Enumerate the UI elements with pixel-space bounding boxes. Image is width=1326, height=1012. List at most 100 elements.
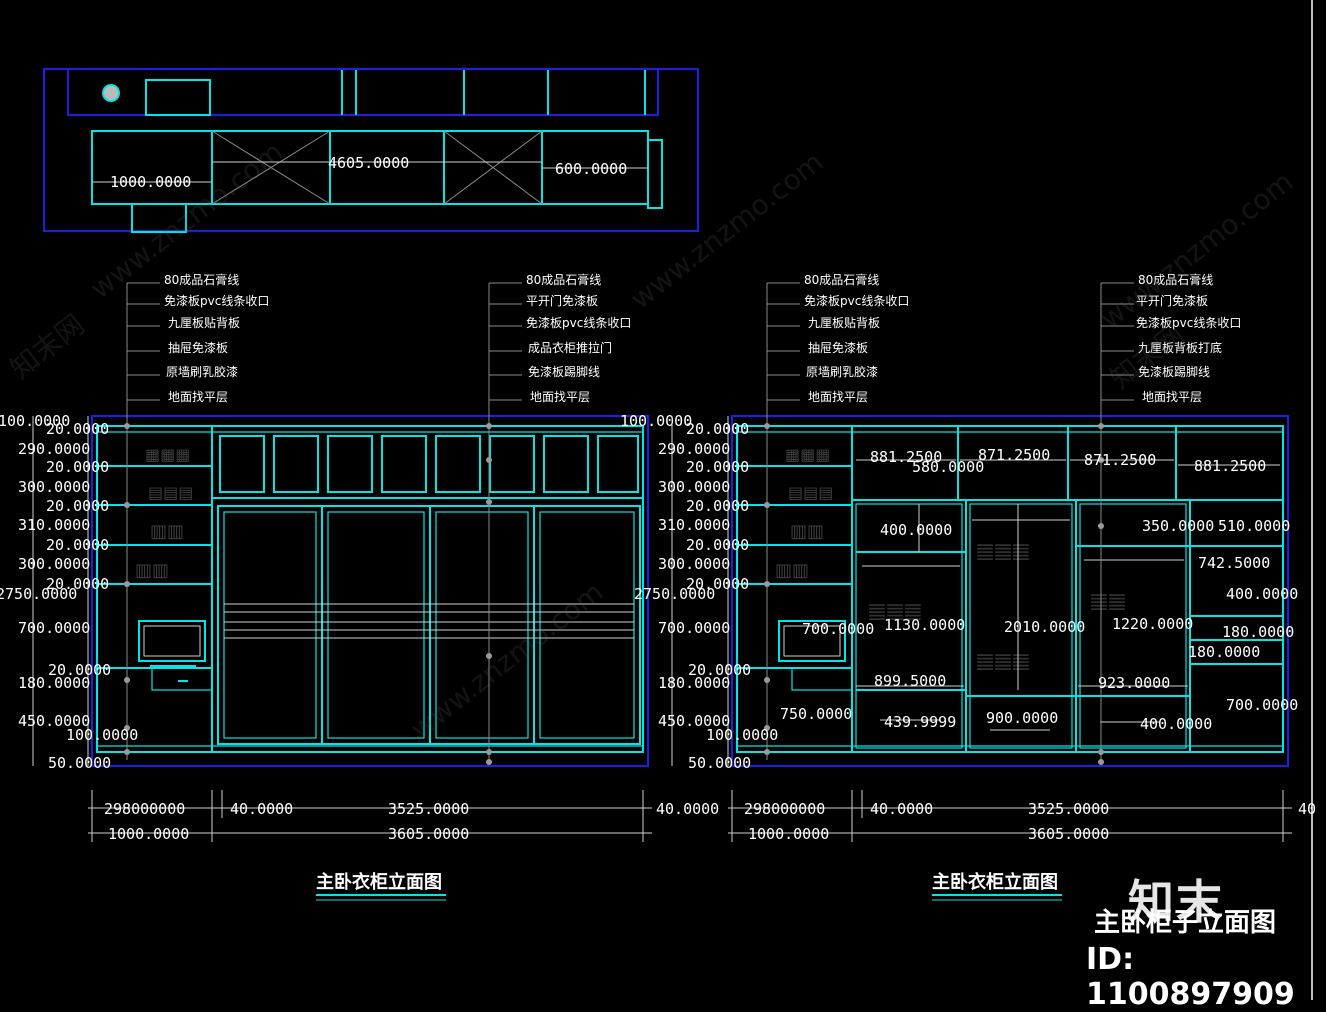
watermark-layer: www.znzmo.com www.znzmo.com www.znzmo.co…: [4, 135, 1299, 746]
left-dim-5: 20.0000: [46, 497, 109, 515]
svg-text:▤▤▤: ▤▤▤: [788, 483, 833, 502]
inner-dim-20: 900.0000: [986, 709, 1058, 727]
callout-right-a-0: 80成品石膏线: [804, 272, 879, 287]
watermark-id: ID: 1100897909: [1086, 942, 1295, 1012]
plan-dim-3: 600.0000: [555, 160, 627, 178]
inner-dim-2: 871.2500: [978, 446, 1050, 464]
top-plan-view: 1000.0000 4605.0000 600.0000: [42, 67, 700, 233]
callout-left-a-3: 抽屉免漆板: [168, 340, 228, 355]
svg-text:▥▥: ▥▥: [775, 560, 809, 581]
plan-dim-1: 1000.0000: [110, 173, 191, 191]
watermark-logo: 知末: [1128, 875, 1224, 929]
callout-right-a-4: 原墙刷乳胶漆: [806, 364, 878, 379]
left-bottom-dim-0: 298000000: [104, 800, 185, 818]
svg-text:𝍤𝍤: 𝍤𝍤: [1090, 591, 1126, 616]
right-bottom-dim-3: 40: [1298, 800, 1316, 818]
callout-right-b-4: 免漆板踢脚线: [1138, 364, 1210, 379]
right-left-dim-9: 2750.0000: [634, 585, 715, 603]
left-elevation-title: 主卧衣柜立面图: [316, 871, 442, 893]
watermark-site-3: www.znzmo.com: [1094, 165, 1299, 336]
right-bottom-dim-2: 3525.0000: [1028, 800, 1109, 818]
left-dim-13: 180.0000: [18, 674, 90, 692]
watermark-site-4: www.znzmo.com: [404, 575, 609, 746]
left-bottom-dim-1: 40.0000: [230, 800, 293, 818]
left-dim-16: 50.0000: [48, 754, 111, 772]
left-dim-11: 700.0000: [18, 619, 90, 637]
callout-left-a-0: 80成品石膏线: [164, 272, 239, 287]
callout-left-a-5: 地面找平层: [168, 390, 228, 404]
svg-text:▥▥: ▥▥: [135, 560, 169, 581]
left-dim-8: 300.0000: [18, 555, 90, 573]
left-bottom-dim-2: 3525.0000: [388, 800, 469, 818]
left-dim-1: 20.0000: [46, 420, 109, 438]
right-left-dim-15: 50.0000: [688, 754, 751, 772]
watermark-brand-1: 知末网: [4, 308, 91, 386]
right-elevation: ▦▦▦ ▤▤▤ ▥▥ ▥▥: [634, 272, 1316, 901]
svg-text:𝍤𝍤𝍤: 𝍤𝍤𝍤: [976, 541, 1030, 566]
callout-right-a-1: 免漆板pvc线条收口: [804, 293, 909, 308]
svg-text:▦▦▦: ▦▦▦: [785, 445, 830, 464]
left-bottom-dim-5: 3605.0000: [388, 825, 469, 843]
svg-text:▥▥: ▥▥: [790, 521, 824, 542]
callout-left-a-2: 九厘板贴背板: [168, 316, 240, 330]
svg-text:▥▥: ▥▥: [150, 521, 184, 542]
inner-dim-11: 1130.0000: [884, 616, 965, 634]
column-icon: [102, 84, 120, 102]
inner-dim-14: 180.0000: [1222, 623, 1294, 641]
inner-dim-10: 700.0000: [802, 620, 874, 638]
right-left-dim-1: 290.0000: [658, 440, 730, 458]
callout-right-b-5: 地面找平层: [1142, 390, 1202, 404]
left-elevation: ▦▦▦ ▤▤▤ ▥▥ ▥▥: [0, 272, 719, 901]
callout-right-b-0: 80成品石膏线: [1138, 272, 1213, 287]
callout-right-b-1: 平开门免漆板: [1136, 293, 1208, 308]
right-left-dim-12: 180.0000: [658, 674, 730, 692]
plan-dim-2: 4605.0000: [328, 154, 409, 172]
inner-dim-1: 580.0000: [912, 458, 984, 476]
right-left-dim-8: 20.0000: [686, 575, 749, 593]
inner-dim-22: 700.0000: [1226, 696, 1298, 714]
callout-left-b-1: 平开门免漆板: [526, 293, 598, 308]
inner-dim-13: 1220.0000: [1112, 615, 1193, 633]
inner-dim-4: 881.2500: [1194, 457, 1266, 475]
left-dim-0: 100.0000: [0, 412, 70, 430]
right-left-dim-3: 300.0000: [658, 478, 730, 496]
svg-text:𝍤𝍤𝍤: 𝍤𝍤𝍤: [868, 601, 922, 626]
svg-text:▦▦▦: ▦▦▦: [145, 445, 190, 464]
inner-dim-0: 881.2500: [870, 448, 942, 466]
inner-dim-15: 180.0000: [1188, 643, 1260, 661]
left-dim-14: 450.0000: [18, 712, 90, 730]
svg-text:▤▤▤: ▤▤▤: [148, 483, 193, 502]
left-dim-9: 20.0000: [46, 575, 109, 593]
inner-dim-7: 510.0000: [1218, 517, 1290, 535]
right-left-dim-14: 100.0000: [706, 726, 778, 744]
callout-right-b-2: 免漆板pvc线条收口: [1136, 315, 1241, 330]
right-bottom-dim-1: 40.0000: [870, 800, 933, 818]
callout-right-a-3: 抽屉免漆板: [808, 340, 868, 355]
right-left-dim-5: 310.0000: [658, 516, 730, 534]
right-left-dim-4: 20.0000: [686, 497, 749, 515]
left-dim-10: 2750.0000: [0, 585, 77, 603]
callout-left-b-2: 免漆板pvc线条收口: [526, 315, 631, 330]
callout-right-b-3: 九厘板背板打底: [1138, 340, 1222, 355]
left-bottom-dim-4: 1000.0000: [108, 825, 189, 843]
left-dim-12: 20.0000: [48, 661, 111, 679]
right-elevation-title: 主卧衣柜立面图: [932, 871, 1058, 893]
right-left-dim-11: 20.0000: [688, 661, 751, 679]
right-bottom-dim-4: 1000.0000: [748, 825, 829, 843]
callout-left-a-4: 原墙刷乳胶漆: [166, 364, 238, 379]
left-dim-7: 20.0000: [46, 536, 109, 554]
inner-dim-19: 439.9999: [884, 713, 956, 731]
callout-left-b-0: 80成品石膏线: [526, 272, 601, 287]
inner-dim-17: 923.0000: [1098, 674, 1170, 692]
right-bottom-dim-5: 3605.0000: [1028, 825, 1109, 843]
inner-dim-5: 400.0000: [880, 521, 952, 539]
right-left-dim-7: 300.0000: [658, 555, 730, 573]
watermark-big-title: 主卧柜子立面图: [1094, 908, 1277, 938]
right-left-dim-6: 20.0000: [686, 536, 749, 554]
right-left-dim-2: 20.0000: [686, 458, 749, 476]
inner-dim-6: 350.0000: [1142, 517, 1214, 535]
left-dim-4: 300.0000: [18, 478, 90, 496]
inner-dim-21: 400.0000: [1140, 715, 1212, 733]
left-bottom-dim-3: 40.0000: [656, 800, 719, 818]
